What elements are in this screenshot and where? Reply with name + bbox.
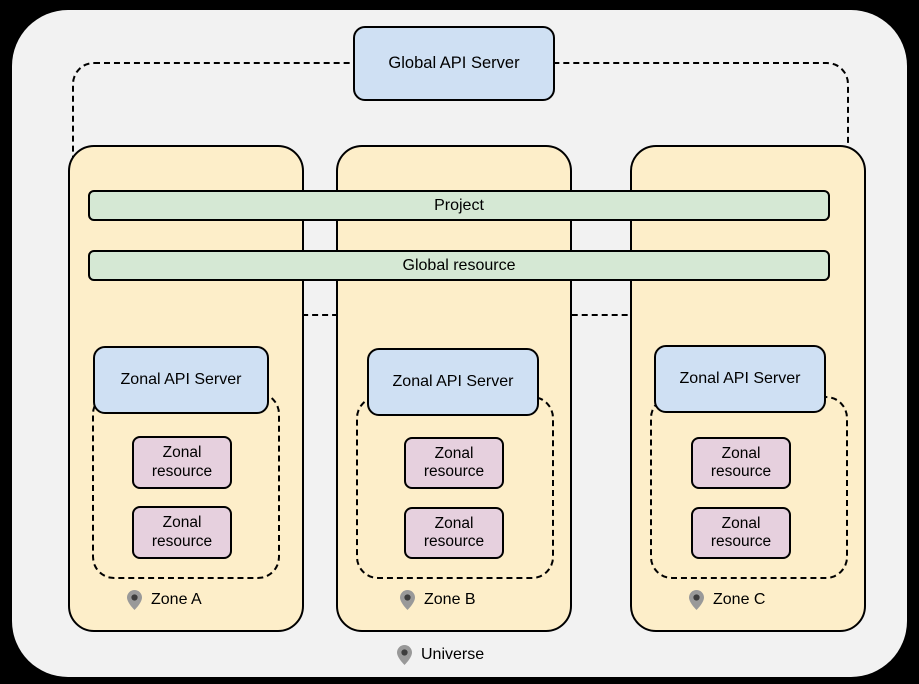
- zonal-resource-node-a2[interactable]: Zonal resource: [132, 506, 232, 559]
- zonal-api-server-node-c[interactable]: Zonal API Server: [654, 345, 826, 413]
- zone-label-text-c: Zone C: [713, 591, 766, 608]
- zonal-resource-line2: resource: [151, 532, 213, 550]
- zonal-resource-line2: resource: [710, 533, 772, 550]
- zonal-resource-line1: Zonal: [162, 444, 202, 462]
- zonal-resource-line1: Zonal: [162, 514, 202, 532]
- global-bar-global-resource[interactable]: Global resource: [88, 250, 830, 281]
- universe-label: Universe: [397, 645, 484, 665]
- zonal-api-server-label-b: Zonal API Server: [392, 372, 514, 390]
- zonal-api-server-label-c: Zonal API Server: [679, 369, 801, 387]
- map-pin-icon: [127, 590, 142, 610]
- zonal-resource-line2: resource: [423, 463, 485, 480]
- zonal-resource-line2: resource: [151, 462, 213, 480]
- zone-label-text-b: Zone B: [424, 591, 476, 608]
- universe-label-text: Universe: [421, 646, 485, 663]
- zonal-resource-line1: Zonal: [721, 514, 761, 532]
- zone-label-a: Zone A: [127, 590, 202, 610]
- map-pin-icon: [397, 645, 412, 665]
- zone-label-b: Zone B: [400, 590, 476, 610]
- map-pin-icon: [400, 590, 415, 610]
- zonal-resource-node-b2[interactable]: Zonal resource: [404, 507, 504, 559]
- global-api-server-label: Global API Server: [388, 53, 520, 72]
- zonal-resource-node-a1[interactable]: Zonal resource: [132, 436, 232, 489]
- map-pin-icon: [689, 590, 704, 610]
- global-api-server-node[interactable]: Global API Server: [353, 26, 555, 101]
- global-bar-project-label: Project: [434, 196, 484, 214]
- zonal-resource-node-b1[interactable]: Zonal resource: [404, 437, 504, 489]
- global-bar-project[interactable]: Project: [88, 190, 830, 221]
- global-bar-global-resource-label: Global resource: [402, 256, 516, 274]
- zonal-resource-node-c1[interactable]: Zonal resource: [691, 437, 791, 489]
- zonal-resource-line1: Zonal: [434, 444, 474, 462]
- zonal-resource-line2: resource: [423, 533, 485, 550]
- zonal-resource-node-c2[interactable]: Zonal resource: [691, 507, 791, 559]
- zonal-api-server-node-a[interactable]: Zonal API Server: [93, 346, 269, 414]
- zonal-resource-line1: Zonal: [434, 514, 474, 532]
- zonal-resource-line2: resource: [710, 463, 772, 480]
- zonal-resource-line1: Zonal: [721, 444, 761, 462]
- zone-label-c: Zone C: [689, 590, 765, 610]
- zonal-api-server-node-b[interactable]: Zonal API Server: [367, 348, 539, 416]
- zone-label-text-a: Zone A: [151, 591, 202, 608]
- zonal-api-server-label-a: Zonal API Server: [120, 370, 242, 388]
